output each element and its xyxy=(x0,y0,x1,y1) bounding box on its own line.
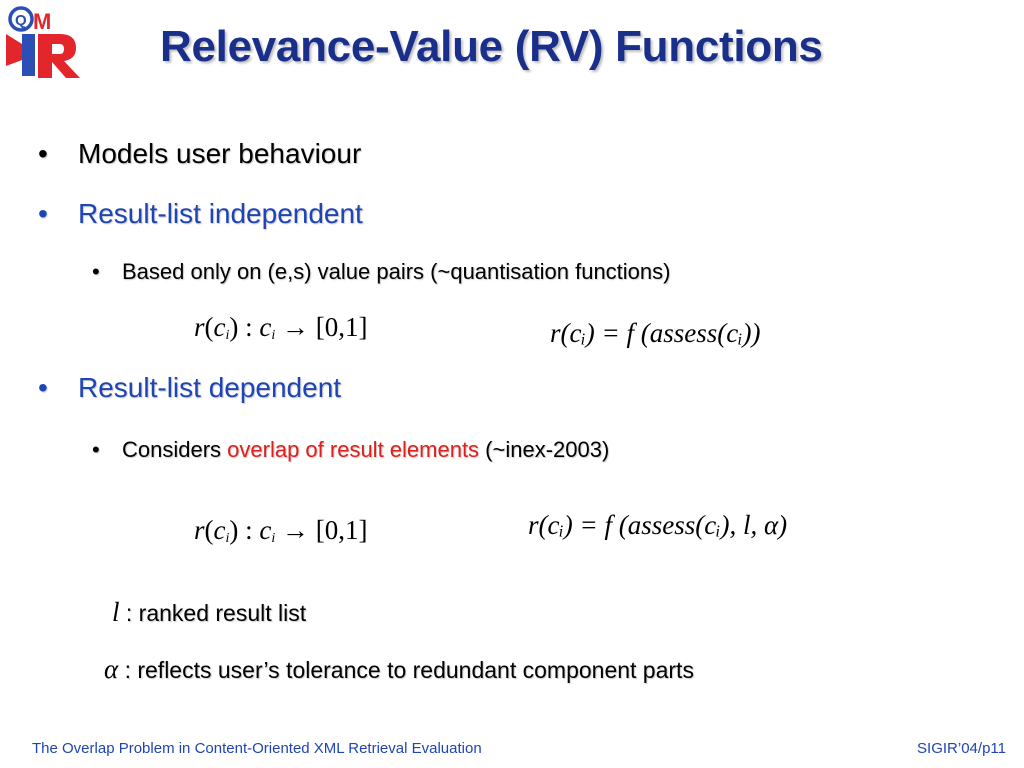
subbullet-overlap: • Considers overlap of result elements (… xyxy=(92,437,609,463)
qmir-logo-icon: Q M xyxy=(6,6,80,78)
bullet-models-user-behaviour: • Models user behaviour xyxy=(38,138,361,170)
bullet-result-list-independent: • Result-list independent xyxy=(38,198,363,230)
legend-l: l : ranked result list xyxy=(112,597,306,628)
legend-alpha: α : reflects user’s tolerance to redunda… xyxy=(104,654,694,685)
bullet-text: Result-list independent xyxy=(78,198,363,229)
legend-alpha-text: : reflects user’s tolerance to redundant… xyxy=(118,657,694,683)
formula-rv-assess-overlap: r(cᵢ) = f (assess(cᵢ), l, α) xyxy=(528,510,788,540)
legend-l-symbol: l xyxy=(112,597,120,627)
formula-rv-assess: r(cᵢ) = f (assess(cᵢ)) xyxy=(550,318,761,348)
bullet-marker: • xyxy=(92,437,100,462)
overlap-highlight: overlap of result elements xyxy=(227,437,480,462)
formula-rv-mapping-2: r(ci) : ci → [0,1] xyxy=(194,515,368,546)
slide-title: Relevance-Value (RV) Functions xyxy=(160,22,823,71)
bullet-text: Models user behaviour xyxy=(78,138,362,169)
legend-alpha-symbol: α xyxy=(104,654,119,684)
bullet-text: Based only on (e,s) value pairs (~quanti… xyxy=(122,259,671,284)
svg-text:M: M xyxy=(33,9,51,34)
bullet-marker: • xyxy=(38,198,48,229)
subbullet-overlap-text: Considers overlap of result elements (~i… xyxy=(122,437,610,462)
bullet-text: Result-list dependent xyxy=(78,372,342,403)
bullet-marker: • xyxy=(38,138,48,169)
footer-left: The Overlap Problem in Content-Oriented … xyxy=(32,740,482,757)
bullet-marker: • xyxy=(38,372,48,403)
subbullet-value-pairs: • Based only on (e,s) value pairs (~quan… xyxy=(92,259,670,285)
bullet-result-list-dependent: • Result-list dependent xyxy=(38,372,341,404)
formula-rv-mapping-1: r(ci) : ci → [0,1] xyxy=(194,312,368,343)
legend-l-text: : ranked result list xyxy=(119,600,307,626)
footer-right: SIGIR’04/p11 xyxy=(917,740,1006,757)
svg-text:Q: Q xyxy=(15,12,27,29)
bullet-marker: • xyxy=(92,259,100,284)
